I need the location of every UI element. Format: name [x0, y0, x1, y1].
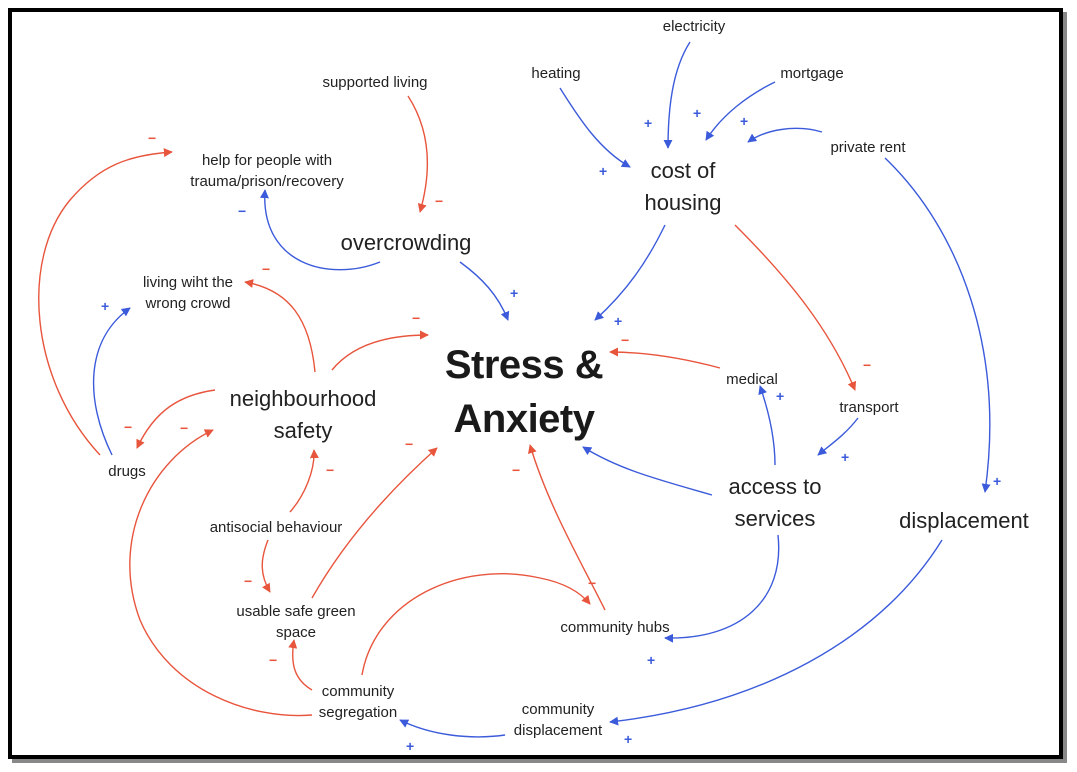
sign-minus: − [180, 420, 188, 436]
sign-plus: + [406, 738, 414, 754]
edge-access-medical [758, 385, 776, 466]
edge-overcrowding-stress [459, 261, 510, 321]
edge-safety-wrongcrowd [244, 278, 316, 373]
node-access-to-services[interactable]: access to [729, 474, 822, 499]
edge-safety-stress [331, 330, 429, 371]
edge-access-hubs [664, 534, 780, 643]
node-community-displacement[interactable]: displacement [514, 722, 603, 739]
sign-plus: + [693, 105, 701, 121]
sign-plus: + [993, 473, 1001, 489]
polarity-signs: + + + + + + + + + + + + + − − − − − − − … [101, 105, 1001, 754]
node-medical[interactable]: medical [726, 371, 778, 388]
edge-hubs-stress [528, 444, 606, 611]
sign-minus: − [238, 203, 246, 219]
sign-plus: + [647, 652, 655, 668]
node-stress-anxiety[interactable]: Anxiety [454, 397, 597, 441]
edge-supportedliving-overcrowding [407, 95, 428, 213]
node-help-for-people[interactable]: trauma/prison/recovery [190, 173, 344, 190]
edge-displacement-comdisp [609, 539, 943, 726]
node-living-wrong-crowd[interactable]: living wiht the [143, 274, 233, 291]
edge-segregation-hubs [361, 573, 591, 676]
node-access-to-services[interactable]: services [735, 506, 816, 531]
sign-plus: + [599, 163, 607, 179]
edge-segregation-green [288, 639, 313, 691]
sign-plus: + [740, 113, 748, 129]
edge-heating-cost [559, 87, 631, 168]
edge-drugs-wrongcrowd [92, 307, 131, 456]
edge-drugs-help [38, 148, 173, 456]
edge-safety-drugs [136, 389, 216, 449]
sign-minus: − [412, 310, 420, 326]
edges [38, 41, 991, 738]
diagram-frame [8, 8, 1063, 759]
sign-minus: − [405, 436, 413, 452]
node-drugs[interactable]: drugs [108, 463, 146, 480]
node-mortgage[interactable]: mortgage [780, 65, 843, 82]
edge-segregation-safety [129, 429, 313, 717]
sign-plus: + [841, 449, 849, 465]
node-supported-living[interactable]: supported living [322, 74, 427, 91]
node-community-segregation[interactable]: community [322, 683, 395, 700]
edge-electricity-cost [663, 41, 691, 149]
edge-green-stress [311, 447, 438, 599]
edge-overcrowding-help [259, 189, 381, 271]
sign-minus: − [269, 652, 277, 668]
edge-mortgage-cost [705, 81, 776, 141]
edge-access-stress [582, 446, 713, 496]
node-heating[interactable]: heating [531, 65, 580, 82]
node-help-for-people[interactable]: help for people with [202, 152, 332, 169]
node-overcrowding[interactable]: overcrowding [341, 230, 472, 255]
node-displacement[interactable]: displacement [899, 508, 1029, 533]
edge-antisocial-green [261, 539, 271, 593]
sign-minus: − [124, 419, 132, 435]
nodes: Stress & Anxiety electricity heating mor… [108, 18, 1029, 739]
node-neighbourhood-safety[interactable]: safety [274, 418, 333, 443]
edge-cost-stress [594, 224, 666, 321]
sign-minus: − [244, 573, 252, 589]
edge-transport-access [817, 417, 859, 456]
edge-cost-transport [734, 224, 857, 391]
sign-plus: + [614, 313, 622, 329]
sign-minus: − [148, 130, 156, 146]
node-usable-safe-green-space[interactable]: space [276, 624, 316, 641]
sign-minus: − [588, 575, 596, 591]
sign-minus: − [863, 357, 871, 373]
node-cost-of-housing[interactable]: cost of [651, 158, 717, 183]
node-private-rent[interactable]: private rent [830, 139, 906, 156]
node-cost-of-housing[interactable]: housing [644, 190, 721, 215]
edge-privaterent-cost [747, 127, 823, 143]
sign-minus: − [262, 261, 270, 277]
sign-minus: − [512, 462, 520, 478]
node-antisocial-behaviour[interactable]: antisocial behaviour [210, 519, 343, 536]
sign-plus: + [510, 285, 518, 301]
node-transport[interactable]: transport [839, 399, 899, 416]
node-living-wrong-crowd[interactable]: wrong crowd [144, 295, 230, 312]
node-community-displacement[interactable]: community [522, 701, 595, 718]
edge-privaterent-displacement [884, 157, 991, 493]
sign-plus: + [644, 115, 652, 131]
sign-minus: − [621, 332, 629, 348]
edge-comdisp-segregation [399, 719, 506, 738]
sign-minus: − [326, 462, 334, 478]
node-usable-safe-green-space[interactable]: usable safe green [236, 603, 355, 620]
node-community-hubs[interactable]: community hubs [560, 619, 669, 636]
node-neighbourhood-safety[interactable]: neighbourhood [230, 386, 377, 411]
edge-antisocial-safety [289, 449, 319, 513]
edge-medical-stress [609, 347, 721, 369]
sign-plus: + [624, 731, 632, 747]
node-community-segregation[interactable]: segregation [319, 704, 397, 721]
sign-plus: + [101, 298, 109, 314]
node-electricity[interactable]: electricity [663, 18, 726, 35]
sign-plus: + [776, 388, 784, 404]
node-stress-anxiety[interactable]: Stress & [445, 343, 604, 387]
sign-minus: − [435, 193, 443, 209]
